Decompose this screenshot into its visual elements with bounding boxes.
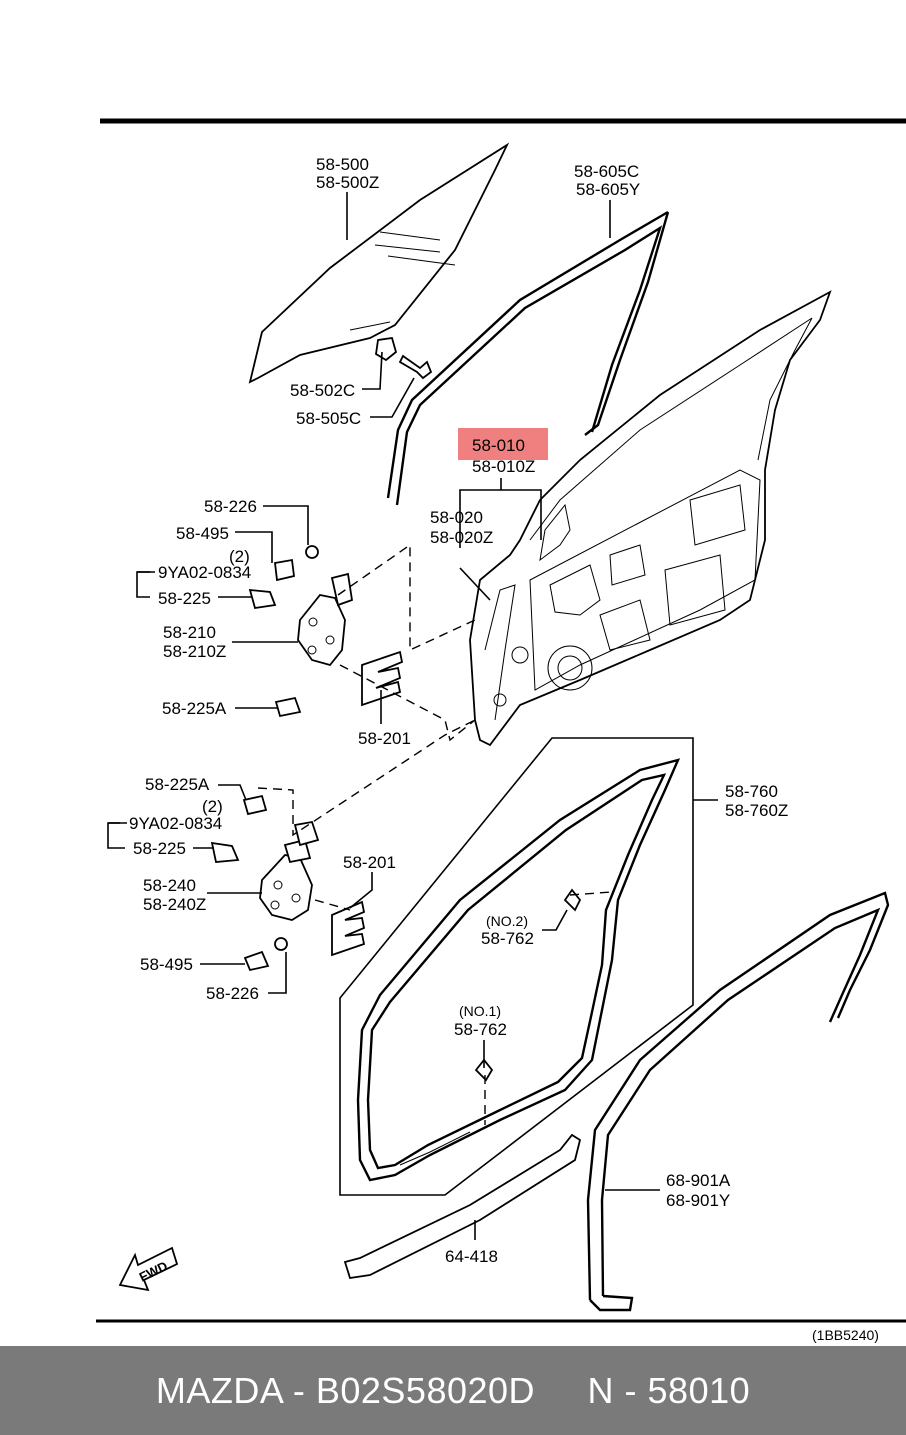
label-clip-no1: 58-762	[454, 1020, 507, 1039]
glass-holder	[375, 336, 433, 380]
label-lower-ref: 9YA02-0834	[129, 814, 222, 833]
upper-hinge-dash-2	[339, 664, 476, 742]
glass-run-channel	[386, 210, 670, 506]
label-lower-hinge-2: 58-240Z	[143, 895, 206, 914]
label-door-panel-2: 58-020Z	[430, 528, 493, 547]
weatherstrip-clips	[474, 888, 582, 1082]
label-lower-bolt-c: 58-225A	[145, 775, 210, 794]
label-clip-no2-qty: (NO.2)	[486, 913, 528, 929]
upper-hinge	[297, 572, 354, 667]
label-upper-shim: 58-201	[358, 729, 411, 748]
part-number-bar: MAZDA - B02S58020D N - 58010	[0, 1346, 906, 1435]
label-glass-bolt: 58-505C	[296, 409, 361, 428]
label-upper-hinge-1: 58-210	[163, 623, 216, 642]
lower-shim	[331, 900, 366, 957]
label-lower-qty: (2)	[202, 797, 223, 816]
label-glass-1: 58-500	[316, 155, 369, 174]
label-opening-trim-2: 68-901Y	[666, 1191, 730, 1210]
scuff-plate	[343, 1133, 582, 1280]
upper-bolts	[248, 545, 319, 718]
label-lower-bolt-a: 58-495	[140, 955, 193, 974]
label-glass-2: 58-500Z	[316, 173, 379, 192]
label-scuff-plate: 64-418	[445, 1247, 498, 1266]
lower-hinge	[259, 820, 320, 921]
label-lower-shim: 58-201	[343, 853, 396, 872]
door-shell	[469, 290, 832, 747]
parts-diagram: FWD 58-500 58-500Z 58-605C	[96, 118, 906, 1343]
label-door-alt: 58-010Z	[472, 457, 535, 476]
part-labels: 58-500 58-500Z 58-605C 58-605Y 58-502C 5…	[129, 155, 879, 1343]
label-upper-ref: 9YA02-0834	[158, 563, 251, 582]
leader-lines	[107, 192, 718, 1240]
label-weatherstrip-1: 58-760	[725, 782, 778, 801]
diagram-code: (1BB5240)	[812, 1327, 879, 1343]
clip-no2-dash	[569, 891, 613, 896]
label-upper-bolt-a: 58-495	[176, 524, 229, 543]
part-number-highlight	[458, 428, 548, 460]
label-door-panel-1: 58-020	[430, 508, 483, 527]
lower-bolts	[210, 794, 288, 972]
label-weatherstrip-2: 58-760Z	[725, 801, 788, 820]
weatherstrip-bracket	[339, 737, 694, 1196]
upper-hinge-dash	[337, 543, 476, 652]
label-clip-no1-qty: (NO.1)	[459, 1003, 501, 1019]
opening-trim	[586, 891, 890, 1312]
label-upper-bolt-b: 58-225	[158, 589, 211, 608]
label-channel-1: 58-605C	[574, 162, 639, 181]
label-lower-bolt-b: 58-225	[133, 839, 186, 858]
label-clip-no2: 58-762	[481, 929, 534, 948]
label-glass-holder: 58-502C	[290, 381, 355, 400]
lower-hinge-dash-2	[314, 899, 351, 911]
label-opening-trim-1: 68-901A	[666, 1171, 731, 1190]
door-weatherstrip	[356, 758, 681, 1182]
label-lower-washer: 58-226	[206, 984, 259, 1003]
label-channel-2: 58-605Y	[576, 180, 640, 199]
door-glass	[248, 142, 510, 384]
upper-shim	[361, 650, 404, 707]
fwd-arrow-icon: FWD	[118, 1246, 179, 1292]
label-lower-hinge-1: 58-240	[143, 876, 196, 895]
label-upper-hinge-2: 58-210Z	[163, 642, 226, 661]
lower-hinge-dash	[257, 719, 476, 837]
part-number-text: MAZDA - B02S58020D N - 58010	[155, 1369, 751, 1411]
label-upper-qty: (2)	[229, 547, 250, 566]
label-upper-washer: 58-226	[204, 497, 257, 516]
label-door-highlighted: 58-010	[472, 436, 525, 455]
label-upper-bolt-c: 58-225A	[162, 699, 227, 718]
